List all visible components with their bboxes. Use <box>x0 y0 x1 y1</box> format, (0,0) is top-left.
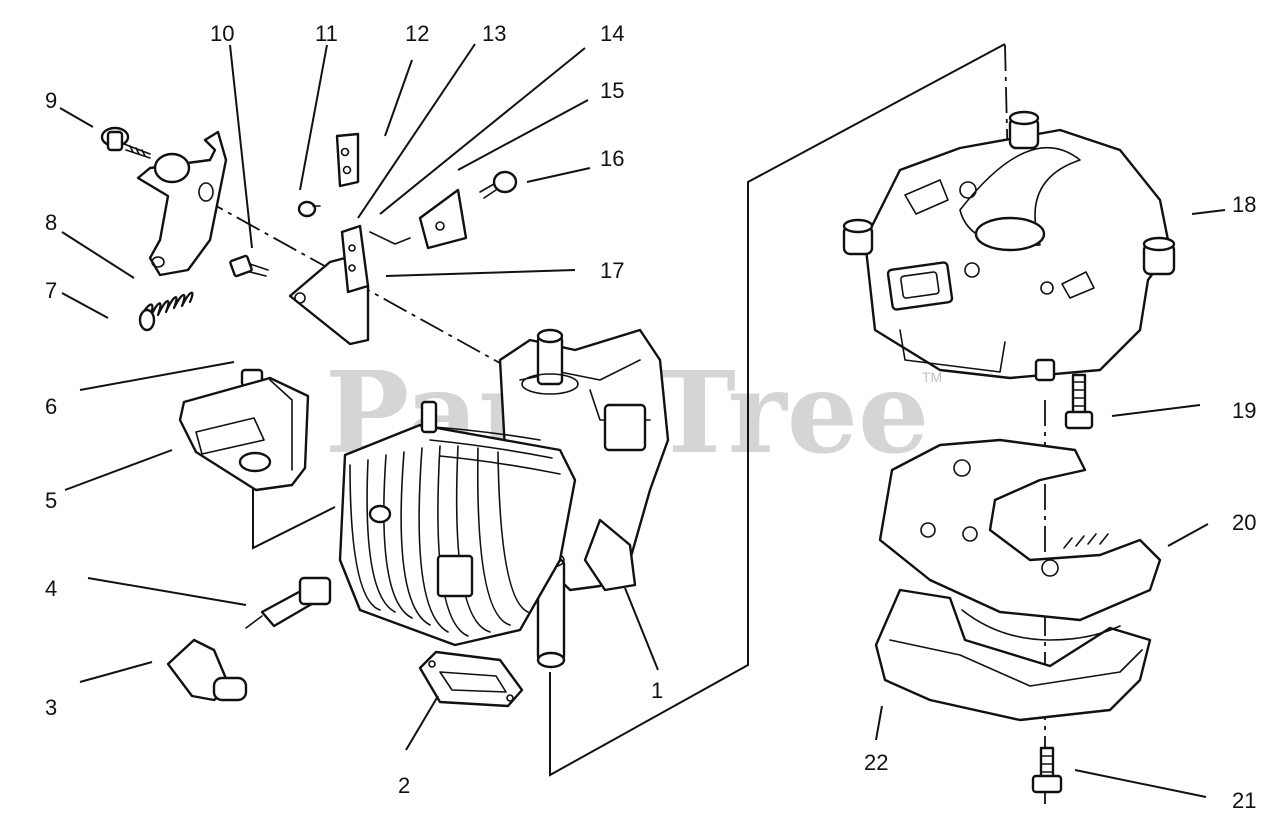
part-15-plate <box>418 188 468 250</box>
callout-1: 1 <box>651 678 663 703</box>
part-3-spark-boot <box>166 638 248 702</box>
callout-4: 4 <box>45 576 57 601</box>
callout-18: 18 <box>1232 192 1256 217</box>
part-8-governor-lever <box>136 130 228 277</box>
part-11-pin <box>297 200 321 218</box>
callout-14: 14 <box>600 21 624 46</box>
part-4-spark-plug <box>245 576 332 629</box>
callout-3: 3 <box>45 695 57 720</box>
part-7-spring <box>138 291 194 332</box>
callout-2: 2 <box>398 773 410 798</box>
part-1-engine-block <box>338 328 670 669</box>
callout-7: 7 <box>45 278 57 303</box>
callout-labels: 1 2 3 4 5 6 7 8 9 10 11 12 13 14 15 16 1… <box>45 21 1256 813</box>
part-19-bolt <box>1064 373 1094 430</box>
callout-5: 5 <box>45 488 57 513</box>
part-18-blower-housing <box>842 110 1176 382</box>
callout-8: 8 <box>45 210 57 235</box>
callout-15: 15 <box>600 78 624 103</box>
callout-19: 19 <box>1232 398 1256 423</box>
part-22-fan-cover <box>874 588 1152 722</box>
part-21-bolt <box>1031 746 1063 794</box>
callout-12: 12 <box>405 21 429 46</box>
callout-10: 10 <box>210 21 234 46</box>
part-10-screw <box>229 254 269 278</box>
callout-11: 11 <box>315 21 338 46</box>
callout-13: 13 <box>482 21 506 46</box>
part-12-plate <box>335 132 360 188</box>
callout-22: 22 <box>864 750 888 775</box>
part-17-bracket <box>288 224 411 346</box>
callout-20: 20 <box>1232 510 1256 535</box>
part-16-screw <box>479 170 518 199</box>
part-5-muffler-guard <box>178 376 310 492</box>
watermark-trademark: TM <box>922 369 942 385</box>
callout-16: 16 <box>600 146 624 171</box>
callout-6: 6 <box>45 394 57 419</box>
part-2-gasket <box>418 650 524 708</box>
part-9-screw <box>100 126 151 159</box>
part-20-baffle-plate <box>878 438 1162 622</box>
callout-17: 17 <box>600 258 624 283</box>
callout-9: 9 <box>45 88 57 113</box>
callout-21: 21 <box>1232 788 1256 813</box>
leader-lines <box>59 43 1226 798</box>
